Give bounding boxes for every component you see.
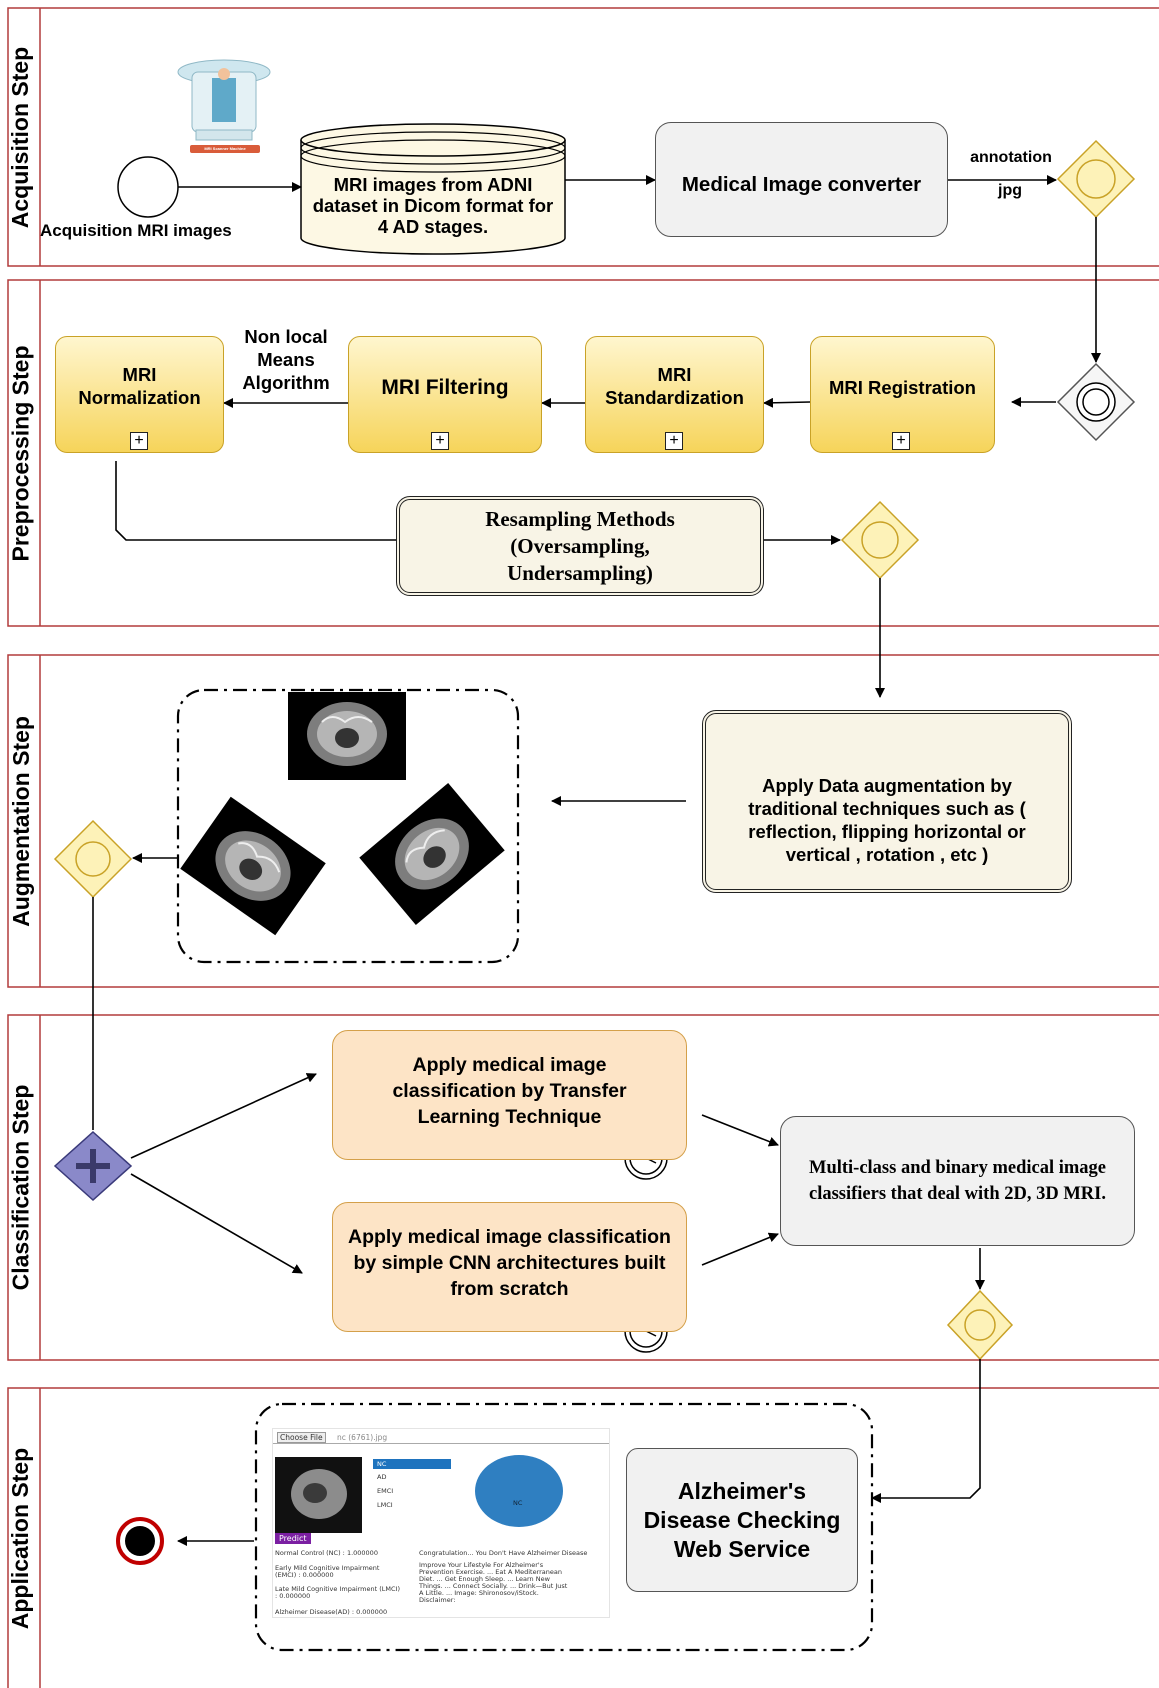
- option-nc[interactable]: NC: [373, 1459, 451, 1469]
- normalization-task: MRI Normalization: [55, 336, 224, 453]
- lane-preprocessing: [7, 279, 1159, 627]
- predict-button[interactable]: Predict: [275, 1533, 311, 1544]
- option-ad[interactable]: AD: [377, 1473, 387, 1481]
- advice-text: Improve Your Lifestyle For Alzheimer's P…: [419, 1561, 568, 1604]
- result-emci: Early Mild Cognitive Impairment (EMCI) :…: [275, 1564, 380, 1579]
- format-label: jpg: [998, 182, 1022, 199]
- subprocess-marker: +: [130, 432, 148, 450]
- uploaded-mri-image: [275, 1457, 362, 1533]
- lane-title-acquisition: Acquisition Step: [7, 46, 34, 228]
- parallel-gateway: [53, 1130, 133, 1202]
- registration-label: MRI Registration: [829, 376, 976, 398]
- result-message: Congratulation... You Don't Have Alzheim…: [419, 1549, 588, 1557]
- start-label: Acquisition MRI images: [40, 221, 232, 240]
- normalization-label: MRI Normalization: [78, 363, 201, 408]
- lane-classification: [7, 1014, 1159, 1361]
- connectors: [130, 175, 1101, 1546]
- mri-image-rotated-left: [180, 796, 326, 936]
- algorithm-note: Non local Means Algorithm: [242, 326, 330, 393]
- pie-label: NC: [513, 1499, 523, 1507]
- result-ad: Alzheimer Disease(AD) : 0.000000: [275, 1608, 388, 1616]
- web-app-screenshot: Choose File nc (6761).jpg Predict NC AD …: [272, 1428, 610, 1618]
- option-emci[interactable]: EMCI: [377, 1487, 394, 1495]
- gateway-classification: [946, 1289, 1014, 1361]
- augmented-images-group: [176, 688, 520, 964]
- subprocess-marker: +: [431, 432, 449, 450]
- lanes: [7, 7, 1159, 1688]
- web-service-label: Alzheimer's Disease Checking Web Service: [643, 1477, 841, 1562]
- mri-image-rotated-right: [359, 783, 505, 925]
- connector-normalization-resampling: [115, 461, 396, 541]
- gateway-augmentation: [53, 819, 133, 899]
- lane-title-preprocessing: Preprocessing Step: [7, 344, 34, 562]
- mri-datastore: [300, 123, 566, 255]
- augmentation-label: Apply Data augmentation by traditional t…: [748, 774, 1026, 865]
- annotation-label: annotation: [970, 149, 1052, 166]
- augmentation-task: Apply Data augmentation by traditional t…: [702, 710, 1072, 893]
- converter-task: Medical Image converter: [655, 122, 948, 237]
- subprocess-marker: +: [665, 432, 683, 450]
- web-app-group: [254, 1402, 874, 1652]
- choose-file-button[interactable]: Choose File: [277, 1432, 326, 1443]
- mri-scanner-icon: [177, 59, 271, 153]
- gateways: [53, 139, 1136, 1361]
- start-event: [117, 156, 179, 218]
- file-name: nc (6761).jpg: [337, 1433, 388, 1442]
- lane-acquisition: [7, 7, 1159, 267]
- classifiers-task: Multi-class and binary medical image cla…: [780, 1116, 1135, 1246]
- pie-chart: [475, 1455, 563, 1527]
- result-nc: Normal Control (NC) : 1.000000: [275, 1549, 378, 1557]
- resampling-label: Resampling Methods (Oversampling, Unders…: [485, 506, 675, 585]
- lane-augmentation: [7, 654, 1159, 988]
- web-service-task: Alzheimer's Disease Checking Web Service: [626, 1448, 858, 1592]
- machine-caption: MRI Scanner Machine: [204, 146, 246, 151]
- end-event: [116, 1517, 164, 1565]
- datastore-text: MRI images from ADNI dataset in Dicom fo…: [312, 174, 554, 237]
- lane-title-application: Application Step: [7, 1447, 34, 1629]
- transfer-learning-task: Apply medical image classification by Tr…: [332, 1030, 687, 1160]
- resampling-task: Resampling Methods (Oversampling, Unders…: [396, 496, 764, 596]
- filtering-label: MRI Filtering: [381, 375, 509, 399]
- converter-label: Medical Image converter: [681, 172, 922, 196]
- result-lmci: Late Mild Cognitive Impairment (LMCI) : …: [275, 1585, 401, 1600]
- gateway-acquisition: [1056, 139, 1136, 219]
- gateway-intermediate: [1056, 362, 1136, 442]
- lane-title-classification: Classification Step: [7, 1084, 34, 1291]
- subprocess-marker: +: [892, 432, 910, 450]
- classifiers-label: Multi-class and binary medical image cla…: [808, 1158, 1107, 1204]
- cnn-label: Apply medical image classification by si…: [348, 1226, 671, 1300]
- option-lmci[interactable]: LMCI: [377, 1501, 393, 1509]
- transfer-learning-label: Apply medical image classification by Tr…: [392, 1054, 627, 1128]
- cnn-task: Apply medical image classification by si…: [332, 1202, 687, 1332]
- standardization-label: MRI Standardization: [605, 363, 744, 408]
- lane-title-augmentation: Augmentation Step: [7, 715, 34, 927]
- gateway-preprocessing: [840, 500, 920, 580]
- lane-application: [7, 1387, 1159, 1688]
- mri-image-original: [288, 692, 406, 780]
